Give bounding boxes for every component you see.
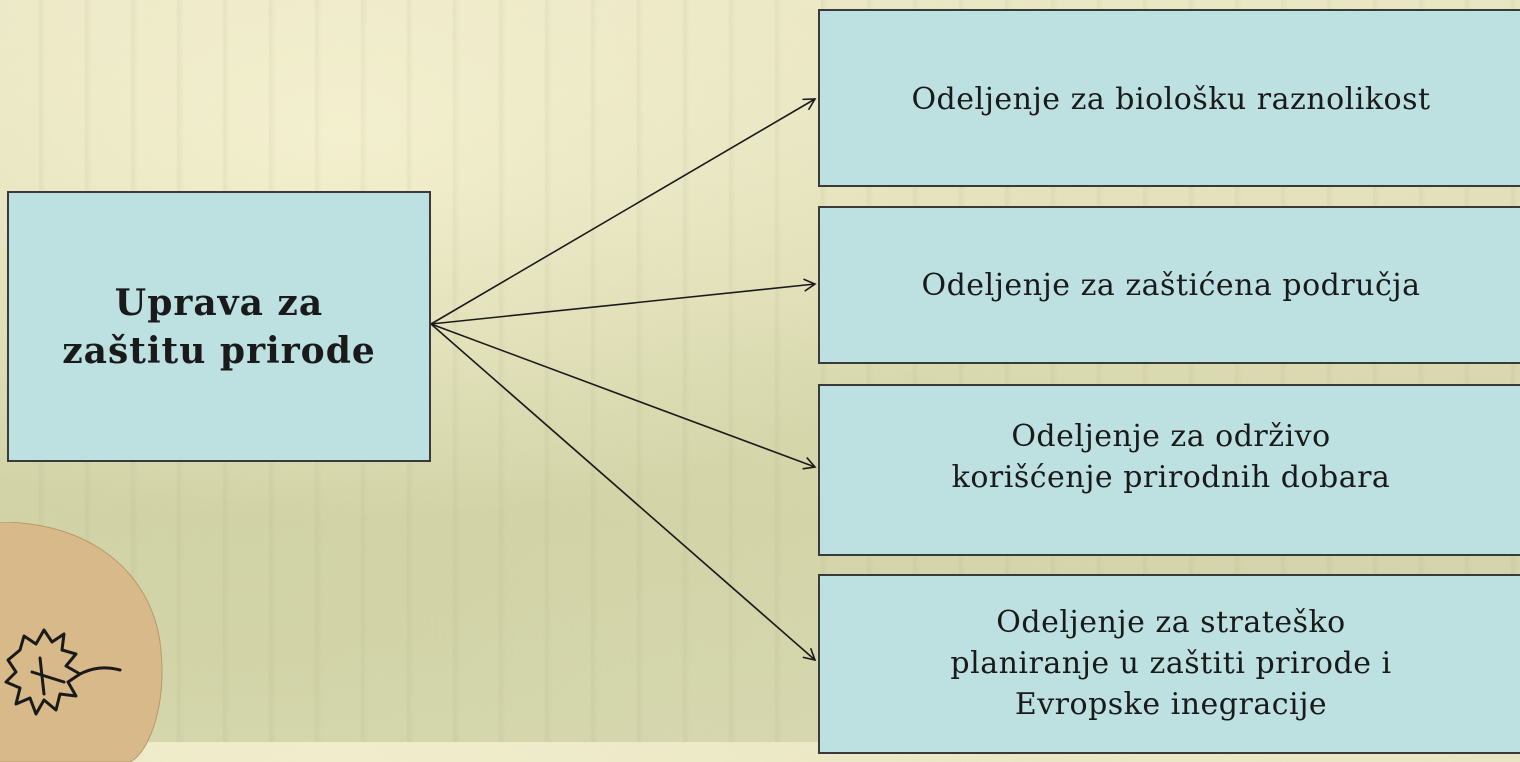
department-label: Odeljenje za zaštićena područja bbox=[921, 267, 1421, 303]
root-node-label: Uprava za zaštitu prirode bbox=[62, 281, 376, 372]
department-box-protected-areas: Odeljenje za zaštićena područja bbox=[818, 206, 1520, 364]
department-label: Odeljenje za biološku raznolikost bbox=[911, 82, 1431, 117]
department-label: Odeljenje za strateško planiranje u zašt… bbox=[950, 605, 1392, 722]
root-node-box: Uprava za zaštitu prirode bbox=[7, 191, 431, 462]
department-box-strategic-planning: Odeljenje za strateško planiranje u zašt… bbox=[818, 574, 1520, 754]
leaf-icon bbox=[4, 628, 122, 716]
department-box-sustainable-use: Odeljenje za održivo korišćenje prirodni… bbox=[818, 384, 1520, 556]
department-label: Odeljenje za održivo korišćenje prirodni… bbox=[951, 419, 1391, 495]
arrow-to-dept-3 bbox=[430, 323, 817, 470]
leaf-badge bbox=[0, 522, 163, 762]
badge-shape bbox=[0, 522, 163, 762]
department-box-biodiversity: Odeljenje za biološku raznolikost bbox=[818, 9, 1520, 187]
arrow-to-dept-4 bbox=[430, 323, 817, 662]
connector-arrows bbox=[430, 98, 817, 662]
arrow-to-dept-2 bbox=[430, 278, 817, 325]
arrow-to-dept-1 bbox=[430, 98, 817, 325]
